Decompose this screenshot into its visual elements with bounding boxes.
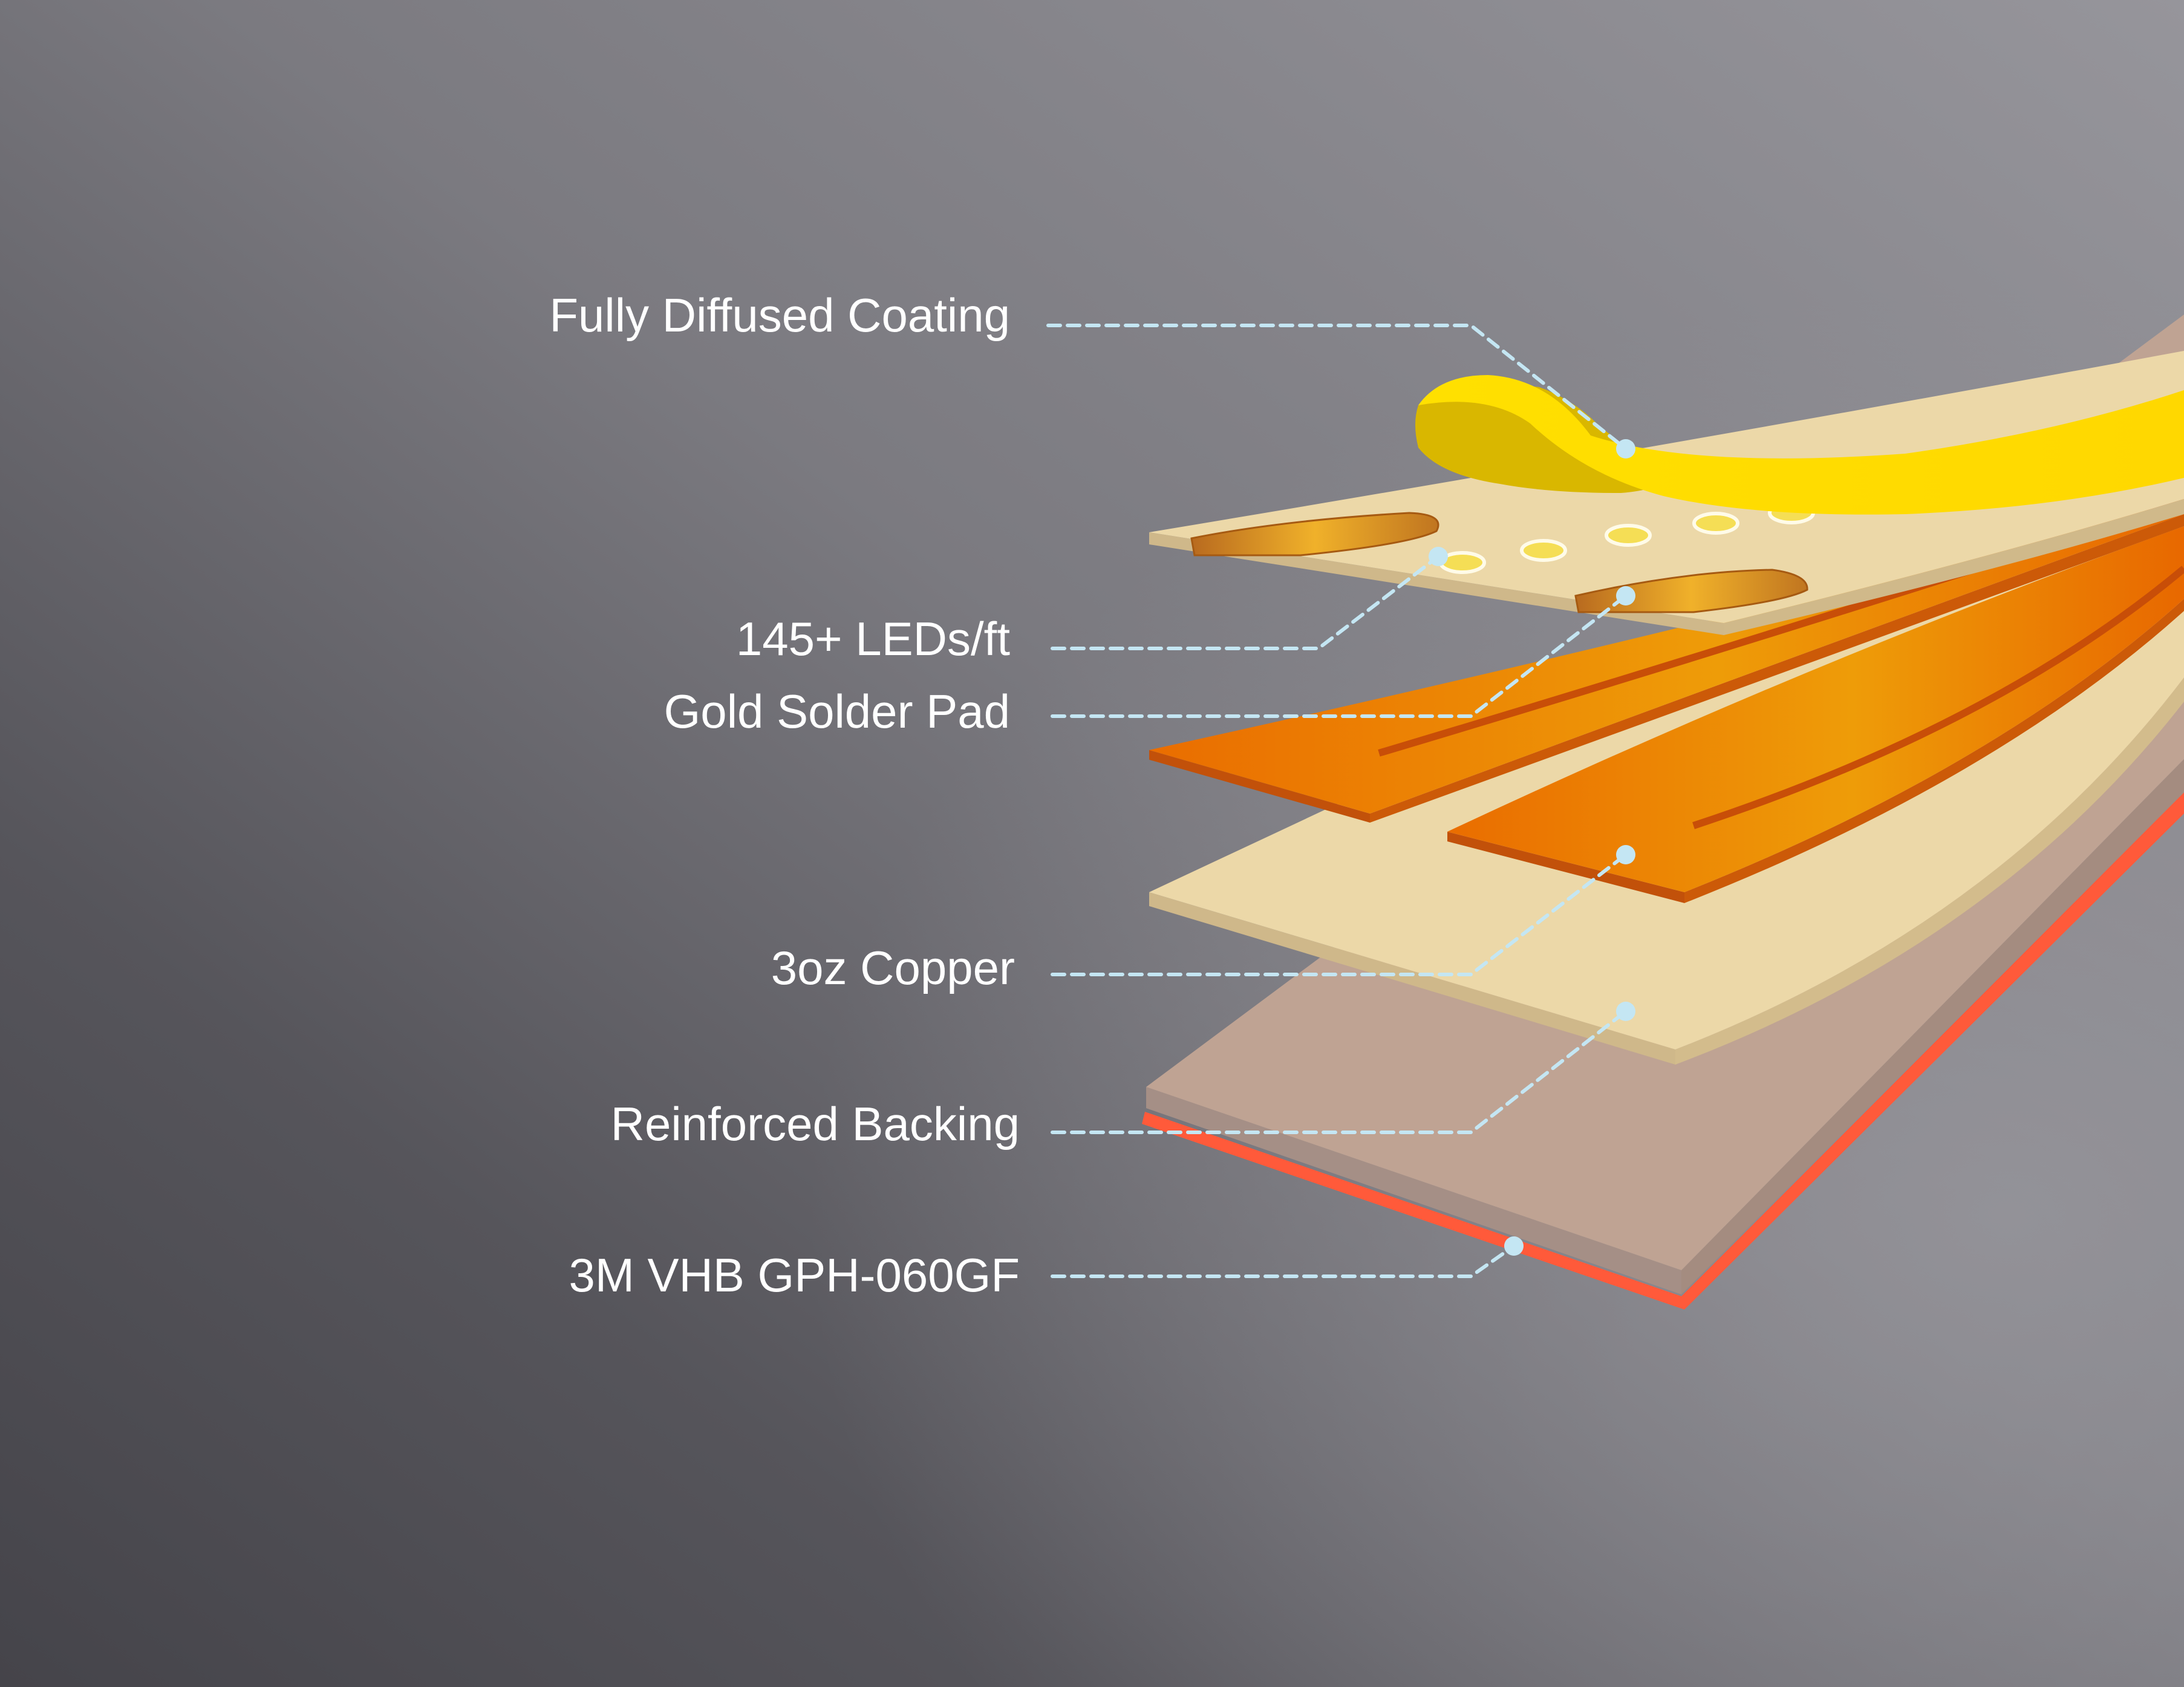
leader-solder-pad: [1051, 594, 1628, 718]
label-adhesive: 3M VHB GPH-060GF: [569, 1248, 1020, 1302]
led-chip: [1692, 512, 1739, 535]
solder-pad-left: [1190, 512, 1439, 556]
label-coating: Fully Diffused Coating: [549, 289, 1010, 342]
label-copper: 3oz Copper: [771, 941, 1015, 994]
label-backing: Reinforced Backing: [611, 1097, 1020, 1150]
layer-coating: [1415, 375, 2184, 515]
leader-dot-copper: [1616, 845, 1635, 864]
leader-copper: [1051, 853, 1628, 976]
led-chip: [1605, 524, 1652, 547]
led-chip: [1520, 539, 1567, 562]
backing-side: [1146, 1087, 1681, 1294]
leader-dot-leds: [1429, 547, 1448, 566]
leader-dot-coating: [1616, 439, 1635, 458]
leader-leds: [1051, 555, 1440, 650]
coating-body: [1418, 375, 2184, 515]
copper-lower-top: [1447, 526, 2184, 892]
pcb-lower-side: [1149, 892, 1675, 1065]
leader-backing: [1051, 1010, 1628, 1134]
copper-lower-edge: [1684, 599, 2184, 903]
pcb-upper-edge: [1724, 499, 2184, 635]
copper-lower-groove: [1692, 566, 2184, 829]
layer-labels: Fully Diffused Coating 145+ LEDs/ft Gold…: [549, 289, 1020, 1302]
leader-dot-adhesive: [1504, 1236, 1524, 1256]
copper-upper-side: [1149, 750, 1370, 823]
leader-adhesive: [1051, 1244, 1516, 1278]
copper-upper-edge: [1370, 514, 2184, 823]
leader-lines: [1046, 324, 1635, 1278]
label-leds: 145+ LEDs/ft: [736, 612, 1010, 665]
backing-edge: [1681, 759, 2184, 1294]
label-solder-pad: Gold Solder Pad: [664, 685, 1010, 738]
leader-dot-backing: [1616, 1002, 1635, 1021]
leader-coating: [1046, 324, 1628, 451]
copper-lower-side: [1447, 832, 1684, 903]
leader-dot-solder-pad: [1616, 586, 1635, 605]
